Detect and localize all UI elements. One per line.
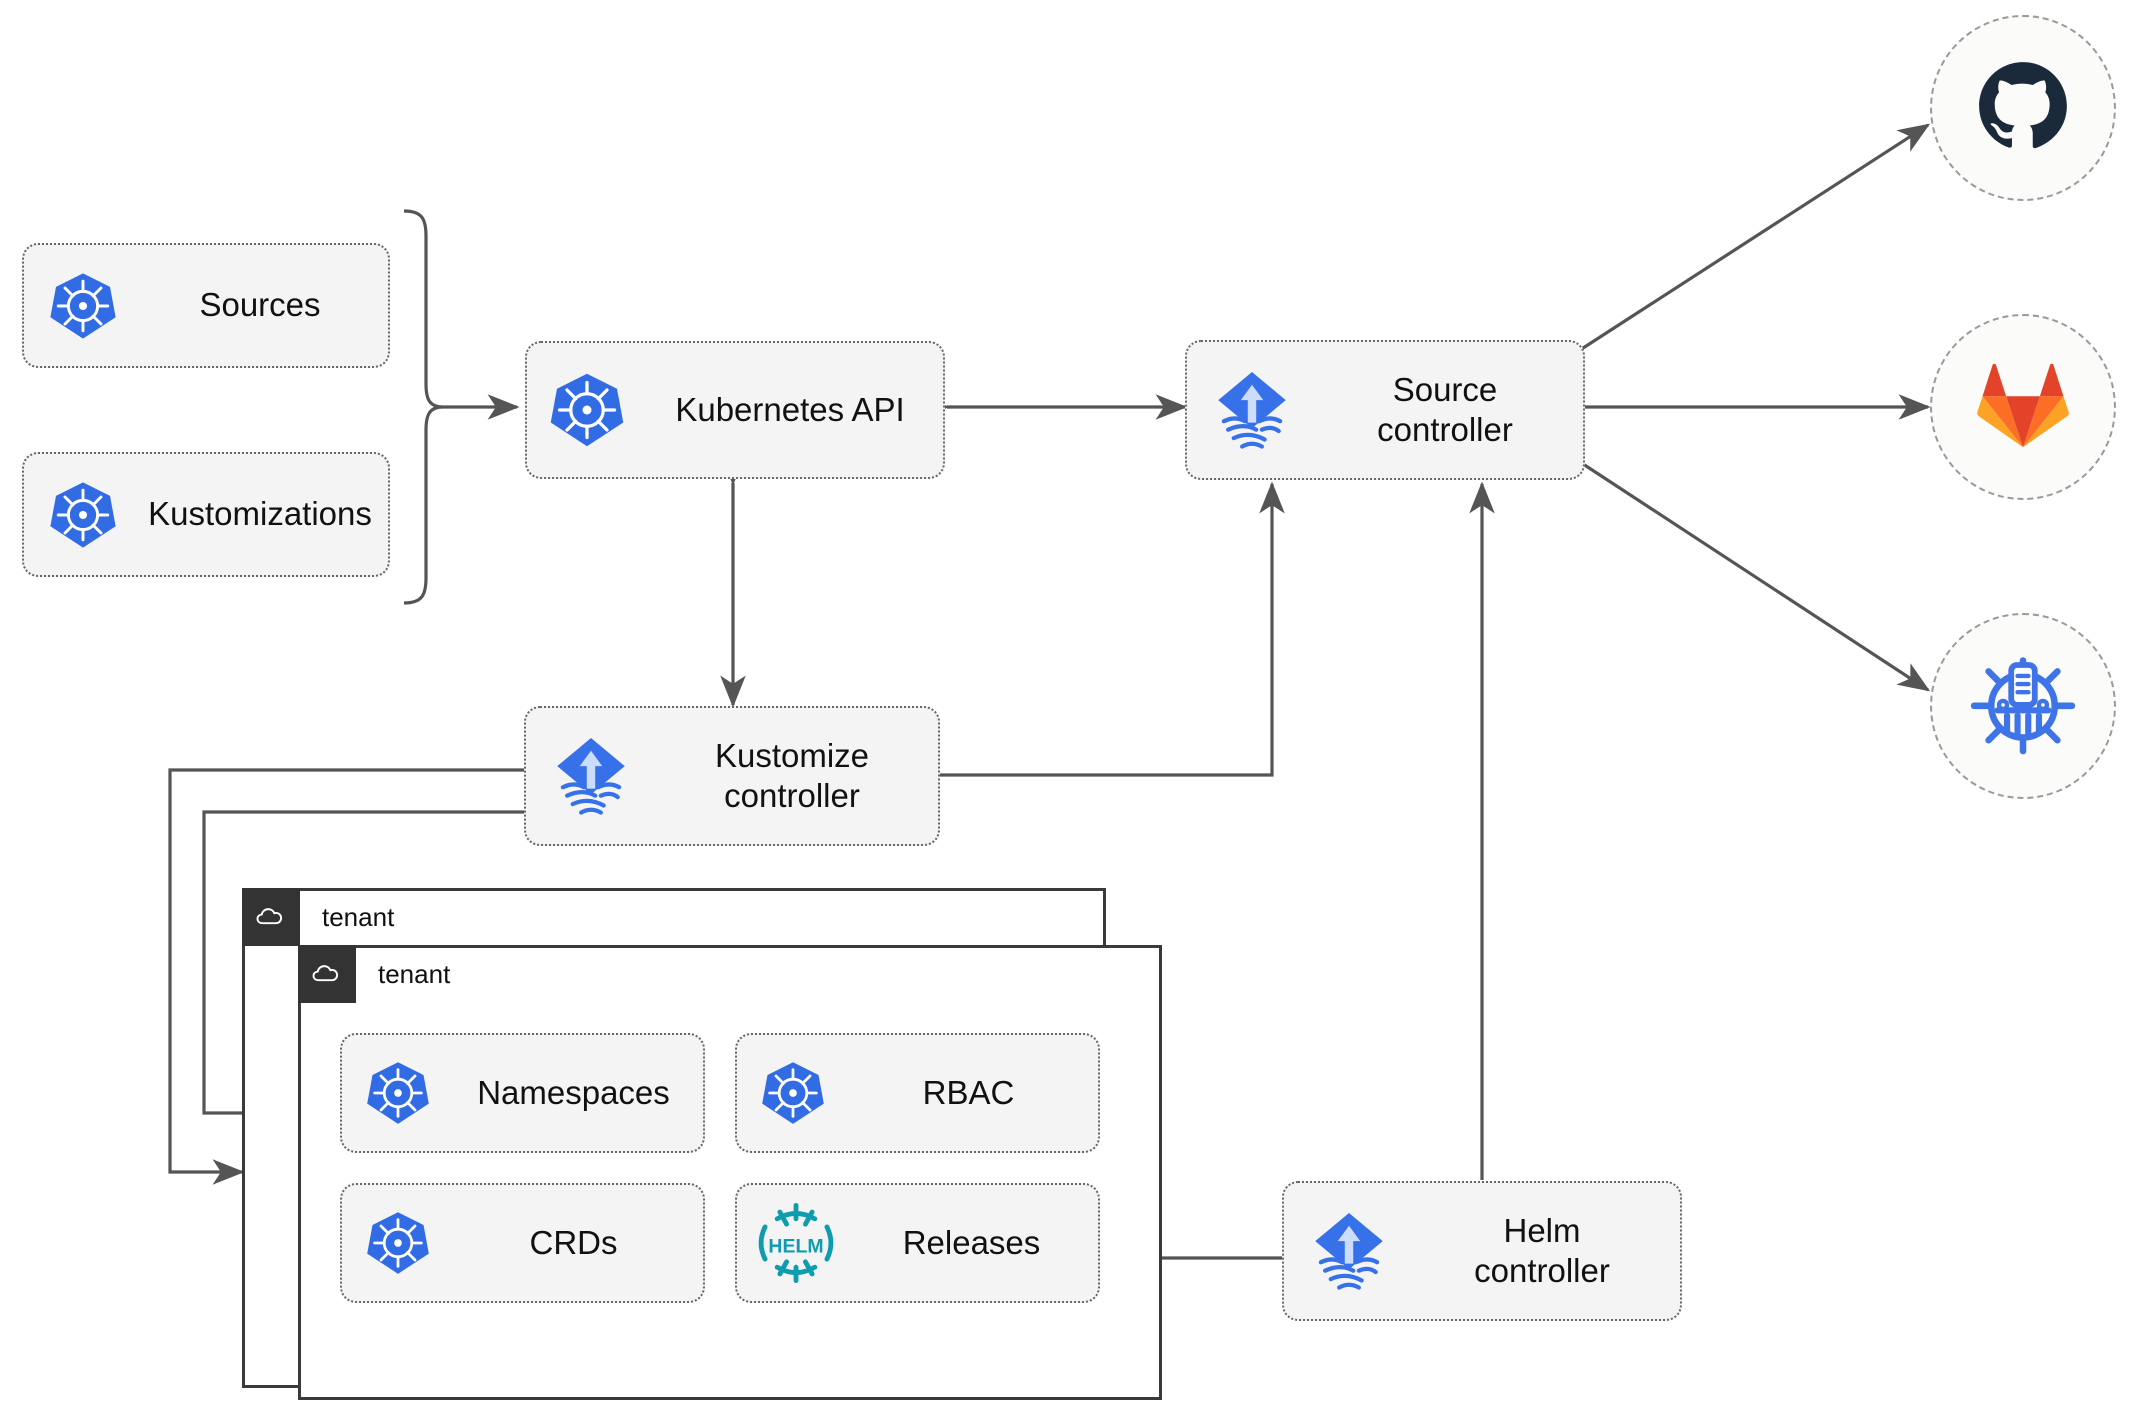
node-helm-controller[interactable]: Helm controller: [1282, 1181, 1682, 1321]
node-rbac[interactable]: RBAC: [735, 1033, 1100, 1153]
kubernetes-icon: [24, 479, 142, 551]
edge-kustomize-to-source: [940, 481, 1285, 777]
node-label: Releases: [902, 1223, 1041, 1261]
node-crds[interactable]: CRDs: [340, 1183, 705, 1303]
node-label: Kustomizations: [148, 495, 372, 533]
helm-wordmark: HELM: [768, 1235, 823, 1257]
node-kustomizations[interactable]: Kustomizations: [22, 452, 390, 577]
edge-source-to-helmrepo: [1579, 460, 1931, 692]
node-namespaces[interactable]: Namespaces: [340, 1033, 705, 1153]
tenant-label: tenant: [378, 958, 451, 989]
node-releases[interactable]: HELM Releases: [735, 1183, 1100, 1303]
provider-github[interactable]: [1930, 15, 2116, 201]
node-label: Helm controller: [1474, 1211, 1610, 1289]
tenant-label: tenant: [322, 901, 395, 932]
node-label: Kubernetes API: [675, 390, 905, 428]
tenant-front-window[interactable]: tenant: [298, 945, 1162, 1400]
edge-group-bracket: [403, 209, 444, 605]
flux-icon: [526, 731, 656, 821]
github-icon: [1971, 54, 2075, 163]
node-sources[interactable]: Sources: [22, 243, 390, 368]
node-label: RBAC: [922, 1073, 1015, 1111]
helm-repository-icon: [1965, 646, 2081, 767]
kubernetes-icon: [24, 270, 142, 342]
cloud-icon: [298, 945, 356, 1003]
flux-icon: [1187, 365, 1317, 455]
kubernetes-icon: [342, 1059, 454, 1127]
node-label: Namespaces: [477, 1073, 670, 1111]
tenant-titlebar: tenant: [298, 945, 450, 1003]
cloud-icon: [242, 888, 300, 946]
helm-icon: HELM: [737, 1200, 855, 1286]
node-kustomize-controller[interactable]: Kustomize controller: [524, 706, 940, 846]
node-source-controller[interactable]: Source controller: [1185, 340, 1585, 480]
provider-gitlab[interactable]: [1930, 314, 2116, 500]
kubernetes-icon: [342, 1209, 454, 1277]
node-label: Sources: [199, 286, 321, 324]
edge-source-to-github: [1579, 123, 1931, 352]
tenant-titlebar: tenant: [242, 888, 394, 946]
node-label: Source controller: [1377, 370, 1513, 448]
node-label: CRDs: [529, 1223, 618, 1261]
kubernetes-icon: [527, 370, 647, 450]
kubernetes-icon: [737, 1059, 849, 1127]
node-label: Kustomize controller: [714, 736, 870, 814]
flux-icon: [1284, 1206, 1414, 1296]
provider-helm-repository[interactable]: [1930, 613, 2116, 799]
node-kubernetes-api[interactable]: Kubernetes API: [525, 341, 945, 479]
gitlab-icon: [1973, 357, 2073, 458]
